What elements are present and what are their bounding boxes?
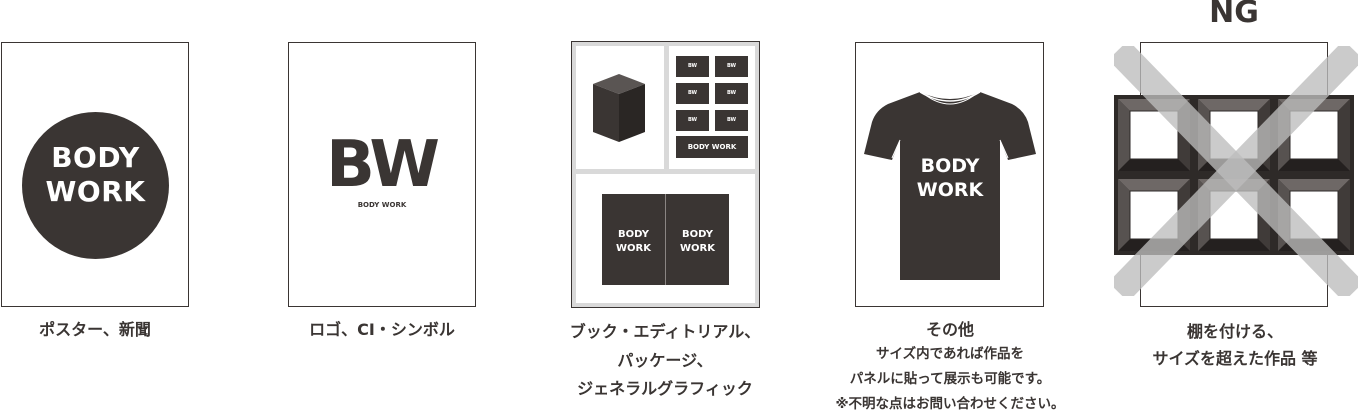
t-shirt-line2: WORK xyxy=(916,179,984,201)
caption-book-line2: パッケージ、 xyxy=(617,350,713,370)
book-spine xyxy=(665,194,666,285)
book-right-page-text: BODY WORK xyxy=(666,228,729,256)
ng-heading: NG xyxy=(1209,0,1259,30)
other-note: サイズ内であれば作品を パネルに貼って展示も可能です。 ※不明な点はお問い合わせ… xyxy=(800,342,1100,417)
caption-logo: ロゴ、CI・シンボル xyxy=(309,320,455,339)
business-card: BW xyxy=(676,83,709,104)
caption-ng: 棚を付ける、 サイズを超えた作品 等 xyxy=(1110,318,1359,372)
frame-bevel xyxy=(1278,179,1350,191)
book-left-page-text: BODY WORK xyxy=(602,228,665,256)
circle-logo-text: BODY WORK xyxy=(22,141,169,209)
other-note-line2: パネルに貼って展示も可能です。 xyxy=(849,371,1051,387)
body-work-circle-logo xyxy=(22,112,169,259)
book-left-line1: BODY xyxy=(618,229,649,240)
business-card: BW xyxy=(676,56,709,77)
business-card: BW xyxy=(676,110,709,131)
book-right-line2: WORK xyxy=(680,243,715,254)
caption-book-line1: ブック・エディトリアル、 xyxy=(569,322,761,341)
business-card: BW xyxy=(715,83,748,104)
circle-logo-line2: WORK xyxy=(45,175,146,208)
business-card-grid: BW BW BW BW BW BW xyxy=(676,56,748,132)
frame-bevel xyxy=(1338,99,1350,171)
bw-logo-text: BODY WORK xyxy=(357,201,407,209)
frame-bevel xyxy=(1198,99,1270,111)
circle-logo-line1: BODY xyxy=(51,141,140,174)
t-shirt-text: BODY WORK xyxy=(862,154,1038,202)
book-right-line1: BODY xyxy=(682,229,713,240)
frame-bevel xyxy=(1118,159,1190,171)
ng-cross-mark xyxy=(1114,46,1358,296)
frame-bevel xyxy=(1278,159,1350,171)
caption-poster: ポスター、新聞 xyxy=(39,320,151,339)
caption-book-package: ブック・エディトリアル、 パッケージ、 ジェネラルグラフィック xyxy=(545,318,785,404)
caption-other: その他 xyxy=(925,320,974,339)
book-left-line2: WORK xyxy=(616,243,651,254)
t-shirt-icon xyxy=(864,91,1036,280)
logo-sheet xyxy=(288,42,476,307)
business-card: BW xyxy=(715,56,748,77)
caption-book-line3: ジェネラルグラフィック xyxy=(577,379,753,398)
frame-bevel xyxy=(1118,179,1190,191)
frame-bevel xyxy=(1338,179,1350,251)
other-note-line1: サイズ内であれば作品を xyxy=(876,346,1024,362)
caption-ng-line2: サイズを超えた作品 等 xyxy=(1152,349,1318,368)
business-card: BW xyxy=(715,110,748,131)
caption-ng-line1: 棚を付ける、 xyxy=(1186,322,1283,341)
frame-bevel xyxy=(1198,239,1270,251)
bw-logo-mark: BW xyxy=(326,128,440,202)
frame-bevel xyxy=(1118,99,1130,171)
body-work-banner: BODY WORK xyxy=(676,136,748,158)
t-shirt-line1: BODY xyxy=(920,155,980,177)
other-note-line3: ※不明な点はお問い合わせください。 xyxy=(835,396,1065,412)
frame-bevel xyxy=(1118,179,1130,251)
package-box-icon xyxy=(593,74,645,142)
